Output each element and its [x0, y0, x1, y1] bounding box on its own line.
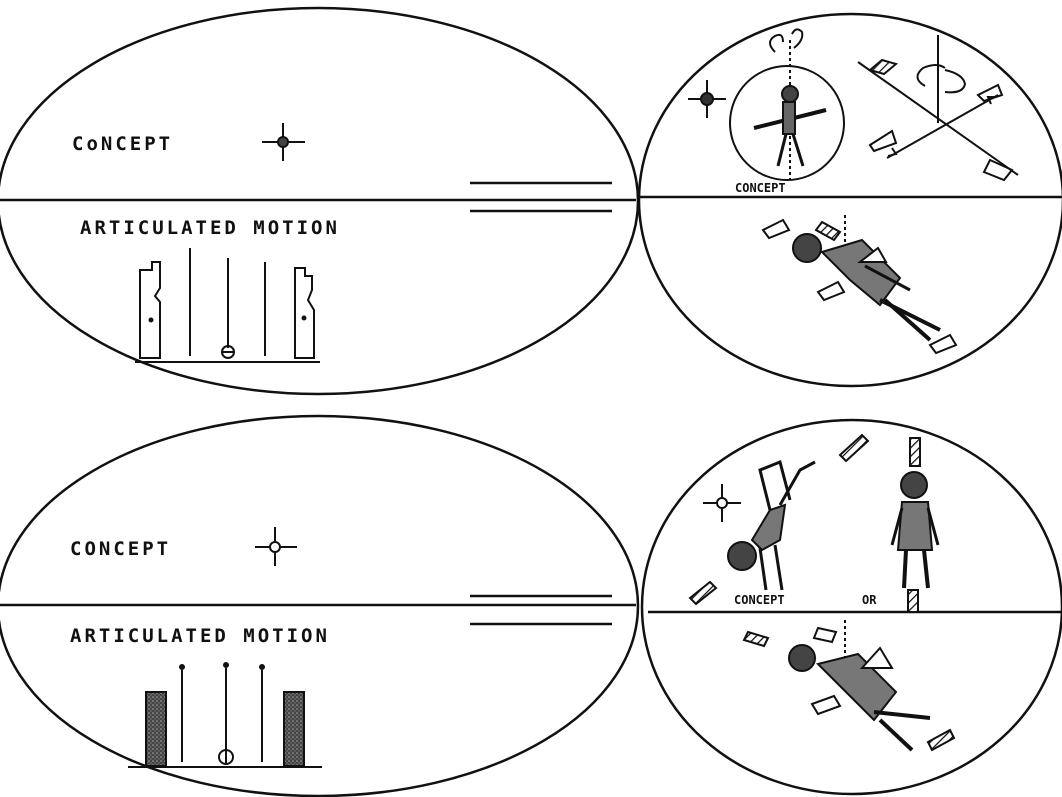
panel-outline: [640, 418, 1062, 796]
pendulum-apparatus-icon: [128, 662, 322, 768]
panel-top-right: CONCEPT: [637, 12, 1062, 388]
tumbling-figure: [688, 433, 870, 606]
concept-target-icon: [255, 527, 297, 566]
figure-in-circle: [729, 28, 845, 181]
lying-figure: [761, 215, 958, 355]
panel-top-left: CoNCEPT ARTICULATED MOTION: [0, 6, 640, 396]
concept-label: CONCEPT: [734, 593, 785, 607]
concept-label: CONCEPT: [70, 538, 171, 560]
or-label: OR: [862, 593, 877, 607]
equals-sign-top: [470, 181, 612, 213]
panel-outline: [0, 414, 640, 797]
panel-outline: [637, 12, 1062, 388]
pendulum-apparatus-icon: [135, 248, 320, 363]
concept-target-icon: [703, 484, 741, 522]
motion-label: ARTICULATED MOTION: [80, 217, 340, 239]
standing-figure: [890, 437, 940, 613]
equals-sign-bottom: [470, 594, 612, 626]
concept-label: CONCEPT: [735, 181, 786, 195]
concept-label: CoNCEPT: [72, 133, 173, 155]
lying-figure: [742, 620, 956, 752]
concept-target-icon: [262, 123, 305, 161]
concept-target-icon: [688, 80, 726, 118]
panel-bottom-right: CONCEPT OR: [640, 418, 1062, 796]
panel-bottom-left: CONCEPT ARTICULATED MOTION: [0, 414, 640, 797]
motion-label: ARTICULATED MOTION: [70, 625, 330, 647]
rotation-axes-icon: [857, 35, 1019, 182]
